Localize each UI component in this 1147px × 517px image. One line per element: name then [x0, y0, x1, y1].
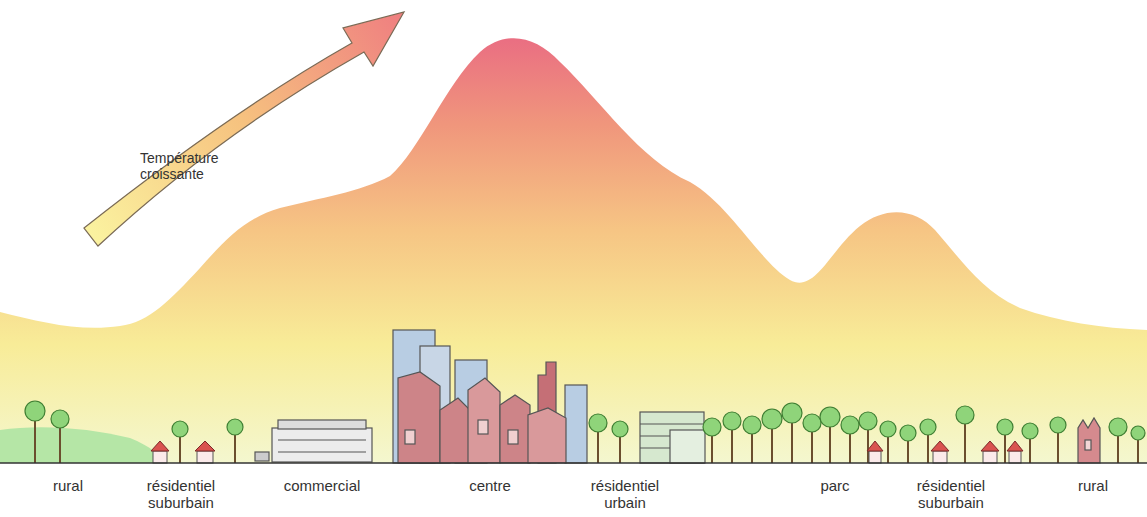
house [931, 441, 949, 463]
tree [589, 414, 607, 463]
zone-label: rural [1043, 477, 1143, 494]
tree [900, 425, 916, 463]
tree [1050, 417, 1066, 463]
trees [25, 401, 1145, 463]
grass [0, 427, 165, 463]
zone-label: résidentiel suburbain [131, 477, 231, 512]
tree [703, 418, 721, 463]
tree [880, 421, 896, 463]
tree [803, 414, 821, 463]
tree [841, 416, 859, 463]
tree [612, 421, 628, 463]
zone-label: résidentiel suburbain [901, 477, 1001, 512]
ground-line [0, 462, 1147, 464]
tree [820, 407, 840, 463]
tree [762, 409, 782, 463]
house [151, 441, 169, 463]
tree [1131, 426, 1145, 463]
tree [743, 416, 761, 463]
zone-label: rural [18, 477, 118, 494]
tree [25, 401, 45, 463]
tree [956, 406, 974, 463]
house [1007, 441, 1023, 463]
tree [1022, 423, 1038, 463]
tree [1109, 418, 1127, 463]
zone-label: centre [440, 477, 540, 494]
zone-label: commercial [272, 477, 372, 494]
temperature-curve [0, 38, 1147, 463]
temperature-arrow [84, 12, 404, 246]
tree [782, 403, 802, 463]
axis-label: Température croissante [140, 150, 244, 182]
zone-label: parc [785, 477, 885, 494]
tree [51, 410, 69, 463]
buildings [255, 330, 1100, 463]
houses [151, 441, 1023, 463]
tree [227, 419, 243, 463]
house [195, 441, 215, 463]
house [981, 441, 999, 463]
tree [723, 412, 741, 463]
zone-label: résidentiel urbain [575, 477, 675, 512]
house [867, 441, 883, 463]
tree [172, 421, 188, 463]
